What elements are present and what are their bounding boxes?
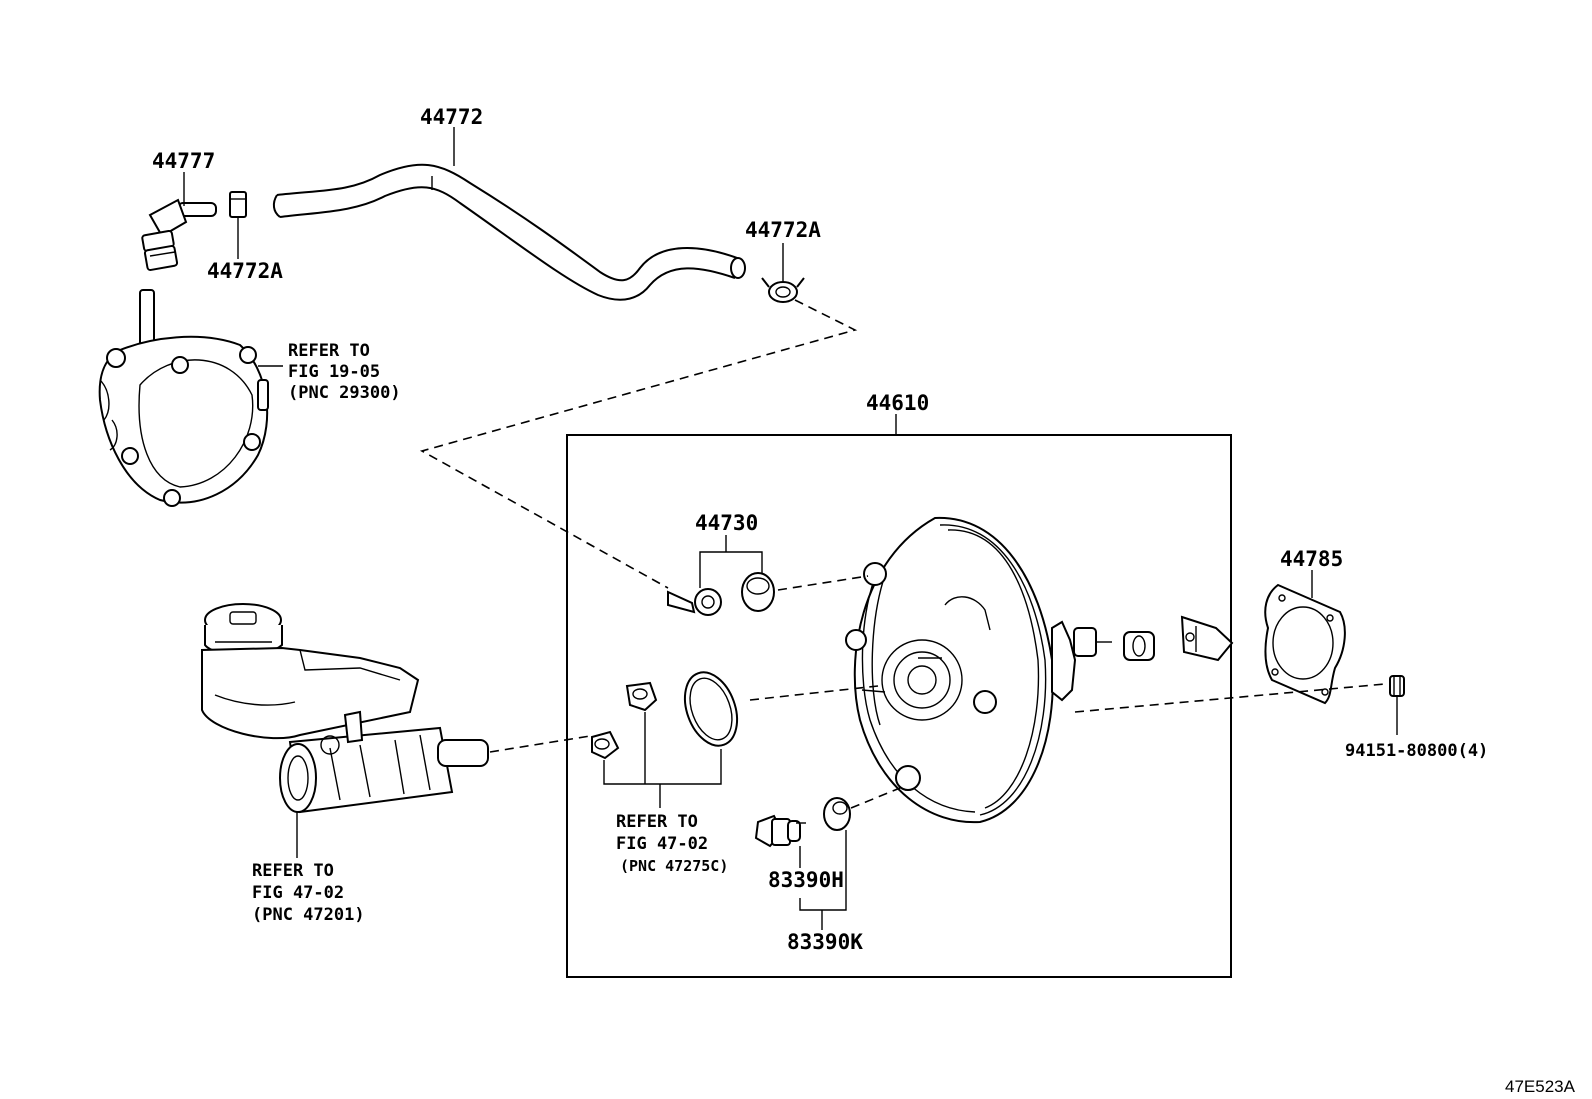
clevis-yoke[interactable]: [1180, 615, 1234, 662]
hose-clip-right[interactable]: [761, 277, 805, 303]
dashed-master-cylinder-to-seal: [489, 735, 591, 753]
dashed-connection-vacuum: [419, 299, 858, 589]
part-number-44772: 44772: [420, 105, 483, 129]
brake-booster[interactable]: [845, 516, 1112, 824]
ref-master-cylinder-line2: FIG 47-02: [252, 883, 344, 903]
booster-assembly-frame: [566, 434, 1232, 978]
push-rod-boot[interactable]: [1123, 631, 1155, 661]
part-number-44772A-right: 44772A: [745, 218, 821, 242]
part-number-44772A-left: 44772A: [207, 259, 283, 283]
figure-id: 47E523A: [1505, 1077, 1576, 1096]
part-number-83390K: 83390K: [787, 930, 863, 954]
part-number-44777: 44777: [152, 149, 215, 173]
bracket-seal-kit: [603, 749, 722, 785]
dashed-booster-to-nut: [1074, 683, 1386, 713]
ref-vacuum-pump-line1: REFER TO: [288, 341, 370, 361]
ref-seal-kit-line3: (PNC 47275C): [620, 857, 728, 875]
dashed-oring-to-booster: [749, 685, 879, 701]
master-cylinder[interactable]: [201, 603, 489, 814]
check-valve-connector[interactable]: [141, 198, 217, 271]
ref-vacuum-pump-line2: FIG 19-05: [288, 362, 380, 382]
dashed-sensor-to-booster: [850, 787, 901, 809]
part-number-94151: 94151-80800(4): [1345, 741, 1488, 761]
hose-clip-left[interactable]: [229, 191, 247, 218]
ref-seal-kit-line2: FIG 47-02: [616, 834, 708, 854]
part-number-44730: 44730: [695, 511, 758, 535]
seal-nut-lower[interactable]: [591, 730, 620, 760]
ref-master-cylinder-line1: REFER TO: [252, 861, 334, 881]
sensor-grommet[interactable]: [823, 797, 851, 831]
ref-master-cylinder-line3: (PNC 47201): [252, 905, 365, 925]
bracket-44730: [699, 551, 763, 588]
mounting-nut[interactable]: [1389, 675, 1405, 697]
check-valve[interactable]: [667, 588, 722, 616]
dashed-grommet-to-booster: [777, 575, 869, 591]
part-number-83390H: 83390H: [768, 868, 844, 892]
part-number-44610: 44610: [866, 391, 929, 415]
ref-seal-kit-line1: REFER TO: [616, 812, 698, 832]
vacuum-pump[interactable]: [98, 289, 269, 507]
booster-gasket[interactable]: [1264, 583, 1346, 705]
o-ring[interactable]: [675, 665, 746, 753]
ref-vacuum-pump-line3: (PNC 29300): [288, 383, 401, 403]
seal-nut-upper[interactable]: [625, 681, 658, 712]
vacuum-hose[interactable]: [272, 163, 746, 301]
part-number-44785: 44785: [1280, 547, 1343, 571]
check-valve-grommet[interactable]: [741, 572, 775, 612]
vacuum-sensor[interactable]: [754, 814, 806, 848]
bracket-83390K: [799, 830, 847, 911]
